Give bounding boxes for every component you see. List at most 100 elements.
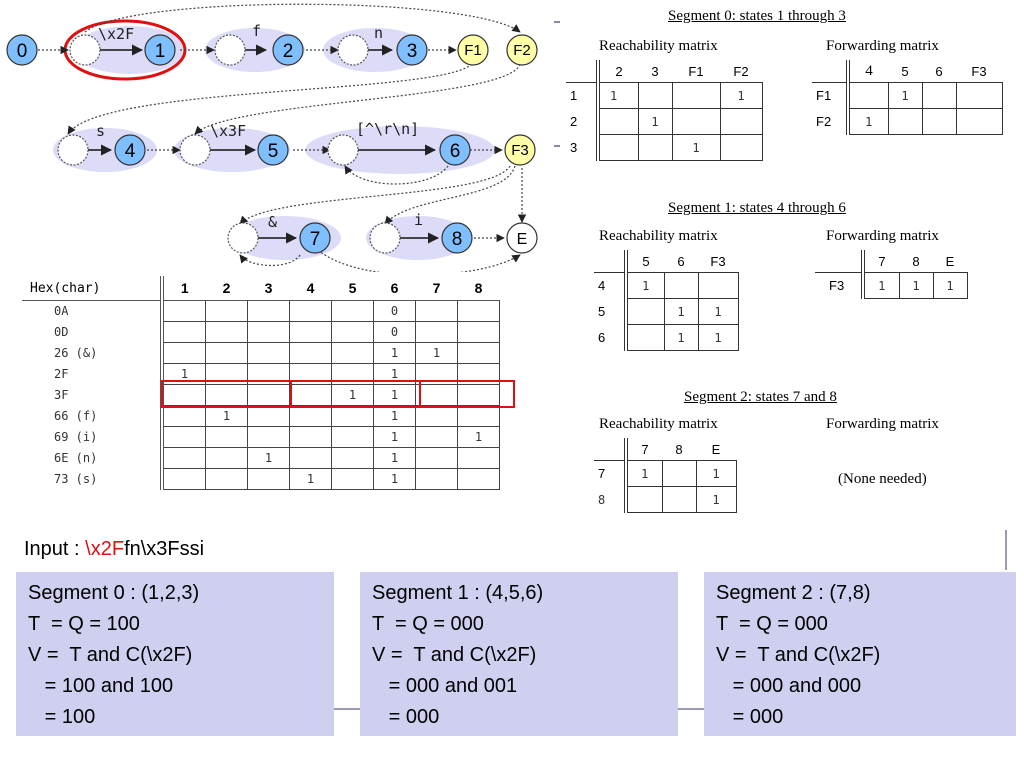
matrix-cell: 1 <box>847 108 889 135</box>
matrix-col-header: 4 <box>848 60 888 83</box>
segment-1-box: Segment 1 : (4,5,6) T = Q = 000 V = T an… <box>360 572 678 736</box>
matrix-row-label: F2 <box>812 108 850 135</box>
matrix-cell: 1 <box>862 272 900 299</box>
matrix-cell <box>597 108 639 135</box>
matrix-row-label: 1 <box>566 82 600 109</box>
matrix-col-header: F1 <box>672 60 720 83</box>
table-cell <box>415 426 458 448</box>
state-f1-label: F1 <box>464 42 482 59</box>
state-f1 <box>457 34 489 66</box>
matrix-col-header: 7 <box>863 250 899 273</box>
matrix-col-header: 2 <box>598 60 638 83</box>
matrix-cell <box>719 108 763 135</box>
label-x2f: \x2F <box>98 25 134 43</box>
segment-2-title: Segment 2: states 7 and 8 <box>684 389 837 405</box>
state-empty <box>57 134 89 166</box>
matrix-cell <box>847 82 889 109</box>
label-f: f <box>252 22 261 40</box>
matrix-cell <box>661 486 697 513</box>
matrix-col-header: 3 <box>638 60 672 83</box>
segment-2-none-needed: (None needed) <box>838 471 927 487</box>
table-cell: 1 <box>205 405 248 427</box>
state-7 <box>299 222 331 254</box>
matrix-cell: 1 <box>671 134 721 161</box>
matrix-col-header: 5 <box>626 250 664 273</box>
table-cell <box>289 300 332 322</box>
matrix-cell <box>637 134 673 161</box>
label-n: n <box>374 24 383 42</box>
arrow-f3-to-8row <box>384 165 516 225</box>
row-label: 66 (f) <box>22 405 164 427</box>
table-cell <box>331 300 374 322</box>
row-label: 0A <box>22 300 164 322</box>
table-cell <box>247 426 290 448</box>
matrix-row-label: 2 <box>566 108 600 135</box>
table-cell <box>331 468 374 490</box>
nfa-diagram: \x2F f n s \x3F [^\r\n] & i <box>6 3 560 272</box>
table-cell <box>457 405 500 427</box>
state-empty <box>227 222 259 254</box>
matrix-cell <box>637 82 673 109</box>
table-cell <box>331 405 374 427</box>
row-label: 26 (&) <box>22 342 164 364</box>
table-cell <box>247 321 290 343</box>
matrix-cell <box>671 82 721 109</box>
input-rest: fn\x3Fssi <box>124 538 205 560</box>
box-line: = 000 <box>372 706 440 728</box>
state-1-label: 1 <box>155 41 166 62</box>
arrow-f1-to-4row <box>67 63 473 135</box>
table-cell <box>289 426 332 448</box>
state-7-label: 7 <box>310 229 321 250</box>
table-cell <box>247 405 290 427</box>
matrix-cell: 1 <box>597 82 639 109</box>
state-empty <box>214 34 246 66</box>
label-i: i <box>414 211 423 229</box>
matrix-col-header: 6 <box>922 60 956 83</box>
table-cell <box>289 447 332 469</box>
matrix-cell <box>625 298 665 325</box>
matrix-cell <box>921 82 957 109</box>
segment-1-title: Segment 1: states 4 through 6 <box>668 200 846 216</box>
input-line: Input : \x2Ffn\x3Fssi <box>24 538 204 561</box>
table-cell <box>161 447 206 469</box>
table-cell <box>331 321 374 343</box>
table-cell: 1 <box>373 468 416 490</box>
matrix-cell: 1 <box>697 324 739 351</box>
state-f2 <box>506 34 538 66</box>
box-line: = 100 <box>28 706 96 728</box>
table-cell <box>415 447 458 469</box>
matrix-cell: 1 <box>887 82 923 109</box>
matrix-cell: 1 <box>695 460 737 487</box>
table-cell: 1 <box>373 342 416 364</box>
table-cell: 1 <box>373 405 416 427</box>
matrix-cell <box>719 134 763 161</box>
table-cell <box>331 342 374 364</box>
state-f3-label: F3 <box>511 142 529 159</box>
arrow-f3-to-7row <box>239 165 511 225</box>
matrix-cell <box>887 108 923 135</box>
matrix-row-label: 3 <box>566 134 600 161</box>
highlight-segment-2 <box>419 380 515 408</box>
table-cell <box>457 321 500 343</box>
connector-line <box>678 708 704 710</box>
input-highlight: \x2F <box>85 538 125 560</box>
table-cell <box>205 447 248 469</box>
state-5-label: 5 <box>268 141 279 162</box>
table-cell <box>457 300 500 322</box>
box-line: T = Q = 100 <box>28 613 140 635</box>
segment-2-fwd-label: Forwarding matrix <box>826 416 939 432</box>
table-cell <box>247 342 290 364</box>
matrix-cell: 1 <box>695 486 737 513</box>
box-line: V = T and C(\x2F) <box>28 644 193 666</box>
matrix-cell: 1 <box>637 108 673 135</box>
table-cell: 1 <box>373 426 416 448</box>
label-s: s <box>96 122 105 140</box>
